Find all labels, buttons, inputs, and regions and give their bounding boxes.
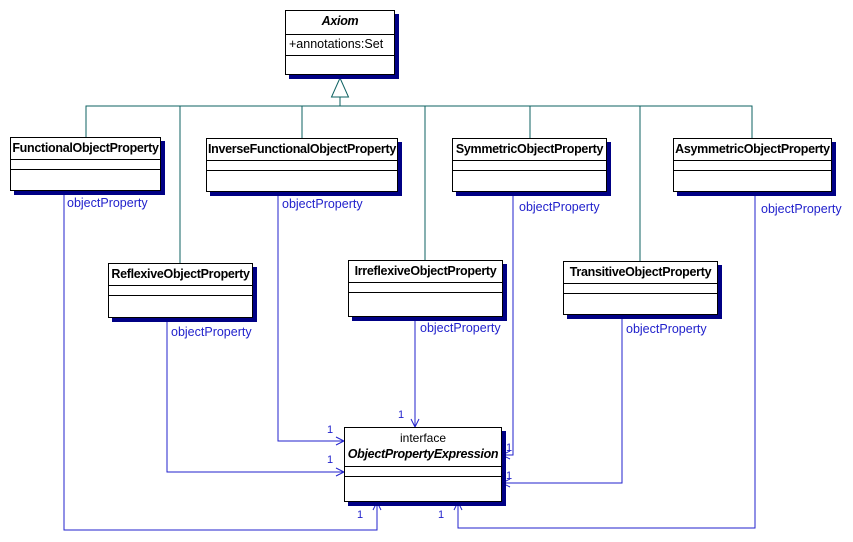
generalization-lines [85,97,753,263]
class-name: SymmetricObjectProperty [455,142,604,156]
association-label-asymmetric: objectProperty [761,202,842,216]
multiplicity-label-irreflexive: 1 [398,409,405,421]
class-box-transitive-object-property: TransitiveObjectProperty [563,261,718,315]
class-box-inverse-functional-object-property: InverseFunctionalObjectProperty [206,138,398,192]
association-label-functional: objectProperty [67,196,148,210]
class-box-symmetric-object-property: SymmetricObjectProperty [452,138,607,192]
operations-compartment [674,170,831,191]
attributes-compartment [453,160,606,170]
multiplicity-label-transitive: 1 [506,470,513,482]
interface-title: interface ObjectPropertyExpression [345,428,501,466]
attributes-compartment [345,466,501,476]
stereotype-label: interface [399,431,447,445]
attribute-annotations: +annotations:Set [289,37,384,51]
multiplicity-label-functional: 1 [357,509,364,521]
attributes-compartment: +annotations:Set [286,34,394,55]
multiplicity-label-inverse-functional: 1 [327,424,334,436]
operations-compartment [345,476,501,501]
operations-compartment [286,55,394,74]
association-label-irreflexive: objectProperty [420,321,501,335]
attributes-compartment [207,160,397,170]
multiplicity-label-symmetric: 1 [506,442,513,454]
multiplicity-label-reflexive: 1 [327,454,334,466]
operations-compartment [349,292,502,316]
attributes-compartment [11,159,160,169]
class-name: FunctionalObjectProperty [12,141,159,155]
class-box-reflexive-object-property: ReflexiveObjectProperty [108,263,253,318]
attributes-compartment [109,285,252,295]
interface-box-object-property-expression: interface ObjectPropertyExpression [344,427,502,502]
operations-compartment [564,293,717,314]
class-name: Axiom [321,14,359,28]
class-name: ReflexiveObjectProperty [111,267,250,281]
class-box-asymmetric-object-property: AsymmetricObjectProperty [673,138,832,192]
class-name: ObjectPropertyExpression [347,447,499,461]
association-label-symmetric: objectProperty [519,200,600,214]
inheritance-triangle-icon [330,76,350,98]
operations-compartment [11,169,160,190]
association-lines [63,191,756,531]
open-arrowheads [335,418,511,511]
class-name: AsymmetricObjectProperty [675,142,830,156]
class-box-irreflexive-object-property: IrreflexiveObjectProperty [348,260,503,317]
association-label-reflexive: objectProperty [171,325,252,339]
association-label-inverse-functional: objectProperty [282,197,363,211]
class-name: InverseFunctionalObjectProperty [208,142,396,156]
class-name: TransitiveObjectProperty [569,265,712,279]
operations-compartment [453,170,606,191]
operations-compartment [109,295,252,317]
attributes-compartment [349,282,502,292]
association-label-transitive: objectProperty [626,322,707,336]
class-name: IrreflexiveObjectProperty [354,264,497,278]
class-box-axiom: Axiom +annotations:Set [285,10,395,75]
attributes-compartment [564,283,717,293]
multiplicity-label-asymmetric: 1 [438,509,445,521]
class-box-functional-object-property: FunctionalObjectProperty [10,137,161,191]
operations-compartment [207,170,397,191]
attributes-compartment [674,160,831,170]
